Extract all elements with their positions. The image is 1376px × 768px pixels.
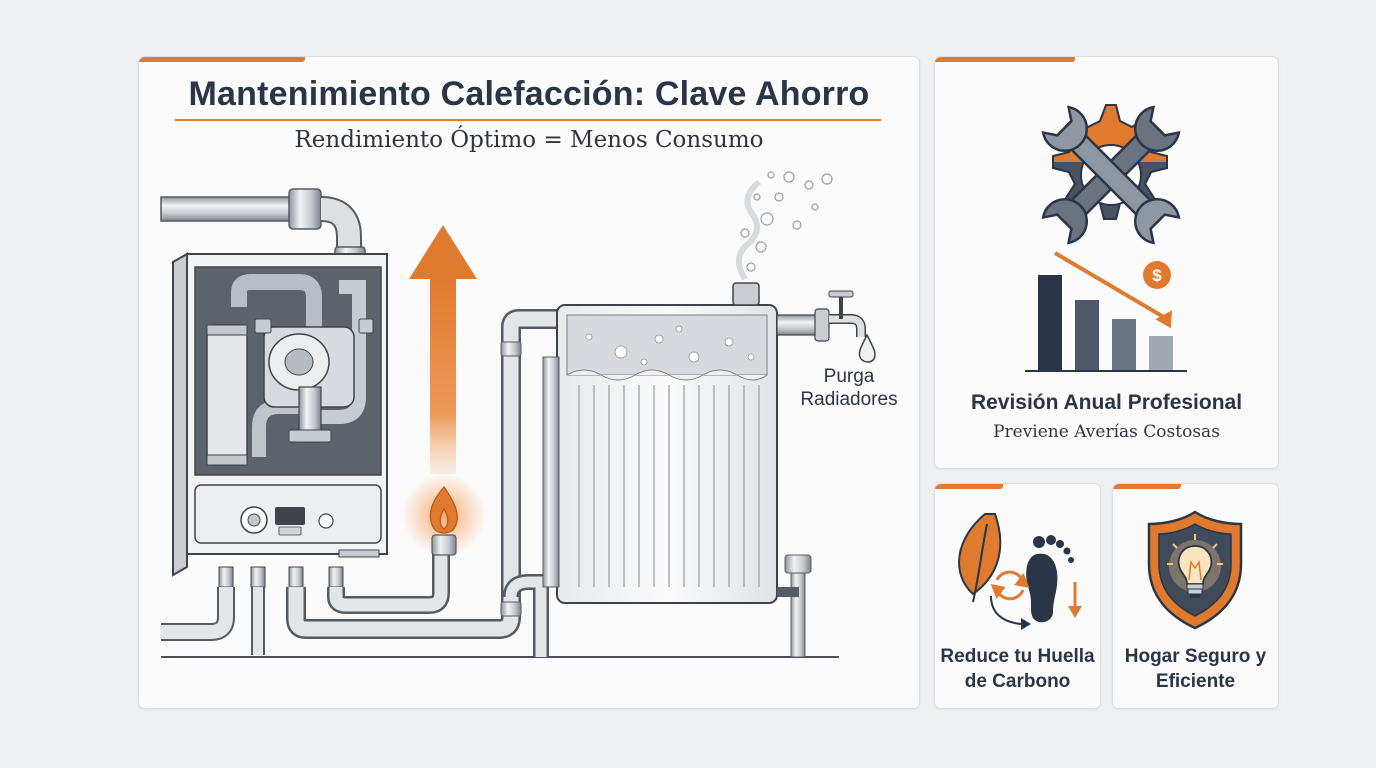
bleed-radiators-label: Purga Radiadores <box>779 365 919 411</box>
card-accent-bar <box>935 57 1075 62</box>
bar-chart-decrease-icon <box>1025 251 1187 372</box>
main-illustration-card: Mantenimiento Calefacción: Clave Ahorro … <box>138 56 920 709</box>
dollar-coin-icon: $ <box>1143 261 1171 289</box>
card-accent-bar <box>139 57 305 62</box>
review-icons: $ <box>1025 104 1187 372</box>
radiator-icon <box>542 304 812 658</box>
bleed-label-line1: Purga <box>823 366 875 387</box>
bleed-valve-icon <box>732 282 866 342</box>
carbon-title-line2: de Carbono <box>964 671 1071 692</box>
up-arrow-icon <box>409 225 477 474</box>
title-underline <box>175 119 881 121</box>
footprint-icon <box>1026 535 1074 623</box>
bleed-label-line2: Radiadores <box>800 389 898 410</box>
main-subtitle: Rendimiento Óptimo = Menos Consumo <box>294 127 764 153</box>
steam-bubbles-icon <box>736 171 833 281</box>
card-accent-bar <box>1113 484 1181 489</box>
recycle-arrows-icon <box>990 570 1030 601</box>
carbon-title-line1: Reduce tu Huella <box>940 646 1095 667</box>
lightbulb-icon <box>1167 534 1223 598</box>
review-subtitle: Previene Averías Costosas <box>993 422 1220 442</box>
safe-title-line2: Eficiente <box>1155 671 1236 692</box>
carbon-title: Reduce tu Huella de Carbono <box>935 644 1100 694</box>
annual-review-card: $ Revisión Anual Profesional Previene Av… <box>934 56 1279 469</box>
safe-title: Hogar Seguro y Eficiente <box>1113 644 1278 694</box>
svg-text:$: $ <box>1152 266 1162 285</box>
boiler-icon <box>172 252 388 588</box>
heating-system-illustration <box>160 171 876 658</box>
safe-icons <box>1147 510 1243 630</box>
safe-title-line1: Hogar Seguro y <box>1124 646 1267 667</box>
card-accent-bar <box>935 484 1003 489</box>
leaf-icon <box>958 513 1002 603</box>
carbon-footprint-card: Reduce tu Huella de Carbono <box>934 483 1101 709</box>
flame-icon <box>429 486 458 534</box>
main-title: Mantenimiento Calefacción: Clave Ahorro <box>188 75 870 113</box>
review-title: Revisión Anual Profesional <box>970 391 1243 414</box>
carbon-icons <box>958 513 1082 630</box>
safe-home-card: Hogar Seguro y Eficiente <box>1112 483 1279 709</box>
down-arrow-icon <box>1068 582 1082 618</box>
wrench-gear-icon <box>1041 104 1181 245</box>
water-drop-icon <box>858 333 876 363</box>
